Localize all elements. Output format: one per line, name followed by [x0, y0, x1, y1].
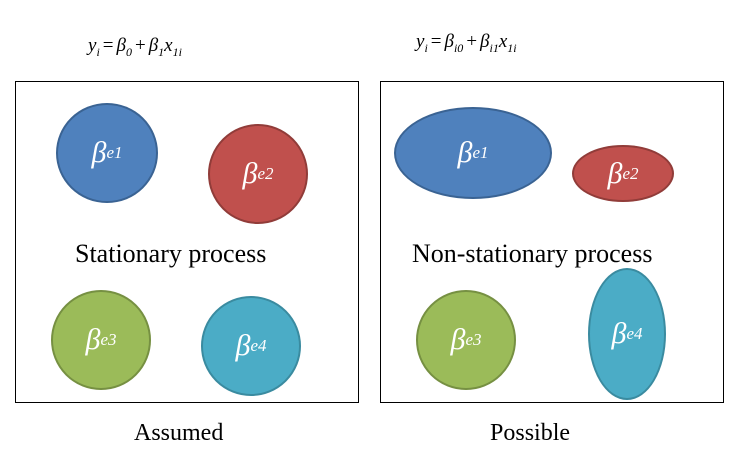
beta-symbol: β — [611, 317, 627, 350]
eq-beta-i1-sub: i1 — [489, 41, 499, 55]
beta-sub: e3 — [100, 330, 117, 349]
beta-sub: e1 — [472, 143, 489, 162]
stationary-process-label: Stationary process — [75, 239, 267, 268]
eq-x-sub: 1i — [172, 45, 182, 59]
beta-symbol: β — [607, 156, 623, 190]
eq-plus: + — [466, 31, 478, 52]
beta-sub: e3 — [465, 330, 482, 349]
beta-symbol: β — [242, 157, 258, 190]
eq-x-sub: 1i — [507, 41, 517, 55]
eq-x: x — [164, 35, 173, 56]
eq-x: x — [498, 31, 508, 52]
beta-sub: e1 — [106, 143, 123, 162]
beta-symbol: β — [450, 323, 466, 356]
beta-symbol: β — [91, 136, 107, 169]
assumed-caption: Assumed — [134, 420, 224, 446]
eq-equals: = — [102, 35, 114, 56]
eq-beta1-sub: 1 — [158, 45, 165, 59]
eq-lhs: y — [416, 31, 425, 52]
eq-beta-i1: β — [480, 31, 490, 52]
eq-beta-i0: β — [444, 31, 454, 52]
beta-sub: e2 — [622, 163, 639, 183]
eq-lhs-sub: i — [424, 41, 428, 55]
possible-caption: Possible — [490, 420, 571, 446]
eq-beta1: β — [148, 35, 159, 56]
eq-plus: + — [134, 35, 146, 56]
non-stationary-process-label: Non-stationary process — [412, 239, 653, 268]
eq-lhs-sub: i — [96, 45, 100, 59]
eq-beta-i0-sub: i0 — [453, 41, 464, 55]
beta-sub: e4 — [626, 324, 643, 343]
beta-sub: e2 — [257, 164, 274, 183]
beta-sub: e4 — [250, 336, 267, 355]
beta-symbol: β — [457, 136, 473, 169]
eq-beta0-sub: 0 — [125, 45, 132, 59]
left-equation: yi=β0+β1x1i — [88, 35, 182, 60]
beta-symbol: β — [85, 323, 101, 356]
beta-symbol: β — [235, 329, 251, 362]
eq-equals: = — [430, 31, 442, 52]
eq-lhs: y — [88, 35, 97, 56]
eq-beta0: β — [116, 35, 126, 56]
right-equation: yi=βi0+βi1x1i — [416, 31, 517, 56]
